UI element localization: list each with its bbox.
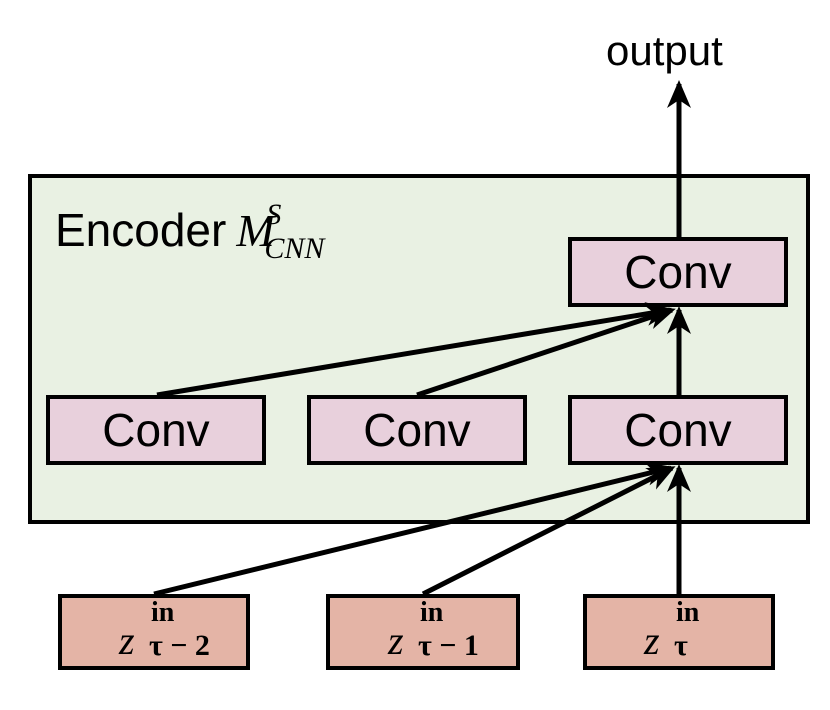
input-sup: in [420,597,444,628]
input-var: z [644,618,660,663]
input-var: z [388,618,404,663]
encoder-symbol-base: M [236,205,275,256]
input-box-tau-minus-2: z in τ − 2 [58,594,250,670]
input-sub: τ [674,629,688,662]
conv-box-top-label: Conv [624,246,732,298]
encoder-symbol-sup: S [266,198,282,231]
arrow-input-tau-minus-2-to-conv-right [153,462,674,597]
encoder-symbol-sub: CNN [264,232,325,265]
input-box-tau: z in τ [583,594,775,670]
conv-box-left-label: Conv [102,404,210,456]
conv-box-left: Conv [46,395,266,465]
input-sub: τ − 2 [149,629,210,662]
input-sub: τ − 1 [418,629,479,662]
output-label: output [606,27,723,74]
conv-box-middle-label: Conv [363,404,471,456]
input-sup: in [676,597,700,628]
conv-box-right-label: Conv [624,404,732,456]
conv-box-top: Conv [568,237,788,307]
input-var: z [119,618,135,663]
arrow-conv-middle-to-conv-top [416,306,676,398]
input-sup: in [151,597,175,628]
input-expr-tau: z in τ [614,597,744,667]
input-expr-tau-minus-2: z in τ − 2 [89,597,219,667]
arrow-conv-left-to-conv-top [156,302,674,398]
conv-box-middle: Conv [307,395,527,465]
encoder-label: Encoder [55,204,227,256]
conv-box-right: Conv [568,395,788,465]
input-box-tau-minus-1: z in τ − 1 [326,594,520,670]
input-expr-tau-minus-1: z in τ − 1 [358,597,488,667]
arrow-input-tau-minus-1-to-conv-right [421,465,676,597]
